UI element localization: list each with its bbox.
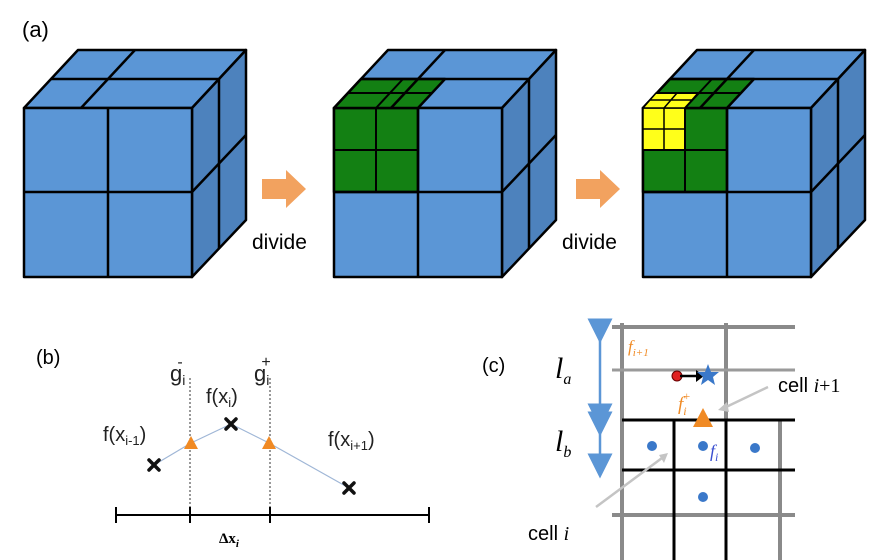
center-dot-4 bbox=[698, 492, 708, 502]
divide-label-2: divide bbox=[562, 231, 617, 254]
divide-arrow-2 bbox=[576, 170, 620, 208]
triangle-g-minus bbox=[184, 436, 198, 449]
cube-divided-once bbox=[332, 48, 558, 279]
g-plus-label: gi+ bbox=[254, 354, 271, 388]
cross-marker-xip1 bbox=[342, 481, 356, 495]
center-dot-1 bbox=[647, 441, 657, 451]
pointer-cell-i bbox=[595, 456, 663, 509]
la-label: la bbox=[555, 352, 571, 388]
cube-undivided bbox=[22, 48, 248, 279]
pointer-cell-ip1 bbox=[723, 385, 769, 410]
divide-arrow-1 bbox=[262, 170, 306, 208]
interface-triangle bbox=[693, 408, 713, 427]
divide-label-1: divide bbox=[252, 231, 307, 254]
cell-ip1-label: cell i+1 bbox=[778, 375, 840, 397]
panel-b-label: (b) bbox=[36, 347, 60, 369]
f-plus-label: fi+ bbox=[678, 389, 691, 418]
triangle-g-plus bbox=[262, 436, 276, 449]
f-xi-label: f(xi) bbox=[206, 386, 238, 410]
star-marker bbox=[697, 364, 719, 385]
pointer-cell-ip1-head bbox=[718, 402, 729, 412]
panel-a-label: (a) bbox=[22, 17, 49, 42]
pointer-cell-i-head bbox=[659, 453, 668, 463]
panel-c-label: (c) bbox=[482, 355, 505, 377]
cube-divided-twice bbox=[641, 48, 867, 279]
cell-i-label: cell i bbox=[528, 523, 569, 545]
lb-label: lb bbox=[555, 425, 571, 461]
shift-arrow-head bbox=[696, 370, 704, 382]
sample-markers bbox=[147, 417, 356, 495]
f-i-label: fi bbox=[710, 441, 718, 464]
delta-x-label: Δxi bbox=[219, 531, 240, 550]
center-dot-2 bbox=[698, 441, 708, 451]
f-xim1-label: f(xi-1) bbox=[103, 424, 146, 448]
cross-marker-xi bbox=[224, 417, 238, 431]
cross-marker-xim1 bbox=[147, 458, 161, 472]
g-minus-label: gi- bbox=[170, 354, 185, 388]
reconstruction-lines bbox=[153, 423, 350, 489]
center-dot-3 bbox=[750, 443, 760, 453]
cell-centers bbox=[647, 441, 760, 502]
f-xip1-label: f(xi+1) bbox=[328, 429, 375, 453]
f-ip1-label: fi+1 bbox=[628, 337, 649, 359]
cell-axis bbox=[115, 507, 430, 523]
